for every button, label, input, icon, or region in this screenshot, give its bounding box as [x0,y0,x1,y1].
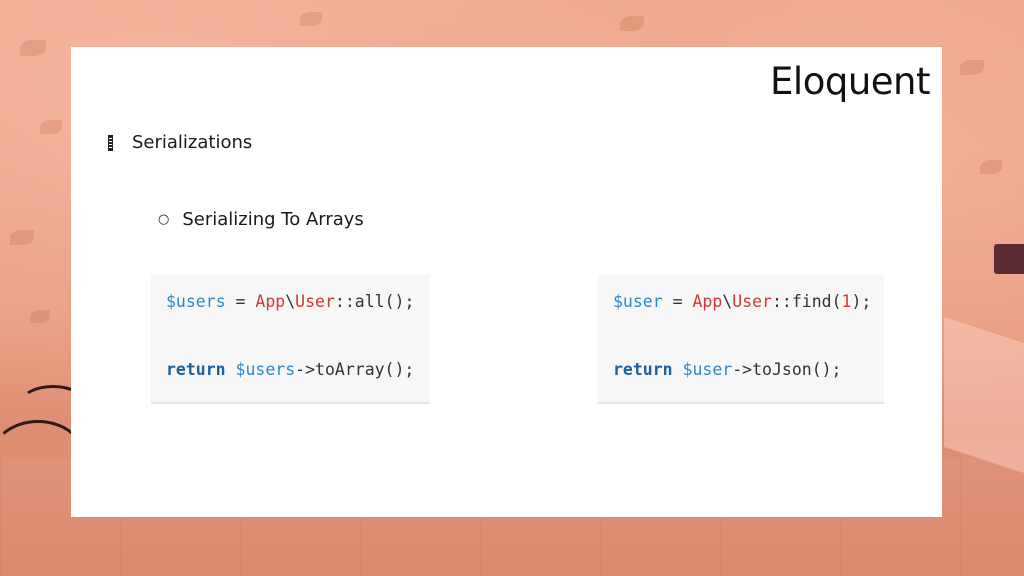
code-line: return $user->toJson(); [613,359,884,381]
code-token: = [662,292,693,311]
code-token: ::find( [771,292,842,311]
code-token: ); [851,292,872,311]
code-token: ->toArray(); [295,360,415,379]
code-token: App [255,292,286,311]
bullet-text: Serializing To Arrays [182,209,364,230]
code-line: $user = App\User::find(1); [613,291,884,313]
code-token: return [613,360,673,379]
leaf-decoration [620,16,644,31]
bullet-text: Serializations [132,132,253,153]
bullet-level-1: Serializations [108,132,252,153]
device [994,244,1024,274]
paper-card [944,317,1024,473]
code-token: ::all(); [334,292,415,311]
code-token: $users [166,292,226,311]
code-token: $user [613,292,663,311]
code-token: App [692,292,723,311]
slide-title: Eloquent [770,60,930,103]
leaf-decoration [20,40,46,56]
code-token: ->toJson(); [732,360,842,379]
leaf-decoration [40,120,62,134]
code-token: \ [722,292,733,311]
code-block: $users = App\User::all();return $users->… [151,274,430,404]
code-token: \ [285,292,296,311]
bullet-level-2: ○ Serializing To Arrays [158,209,364,230]
code-token: $users [235,360,296,379]
code-token [673,360,683,379]
leaf-decoration [960,60,984,75]
code-block: $user = App\User::find(1);return $user->… [598,274,884,404]
code-token: = [225,292,256,311]
code-token: 1 [841,292,852,311]
leaf-decoration [10,230,34,245]
code-token: User [732,292,772,311]
code-token [226,360,236,379]
code-line: return $users->toArray(); [166,359,430,381]
code-line: $users = App\User::all(); [166,291,430,313]
code-token: $user [682,360,733,379]
code-token: User [295,292,335,311]
cable [0,420,86,496]
leaf-decoration [300,12,322,26]
hollow-circle-bullet-icon: ○ [158,212,170,227]
slide: Eloquent Serializations ○ Serializing To… [71,47,942,517]
code-token: return [166,360,226,379]
cable [20,385,86,421]
leaf-decoration [980,160,1002,174]
square-bullet-icon [108,134,113,151]
leaf-decoration [30,310,50,323]
